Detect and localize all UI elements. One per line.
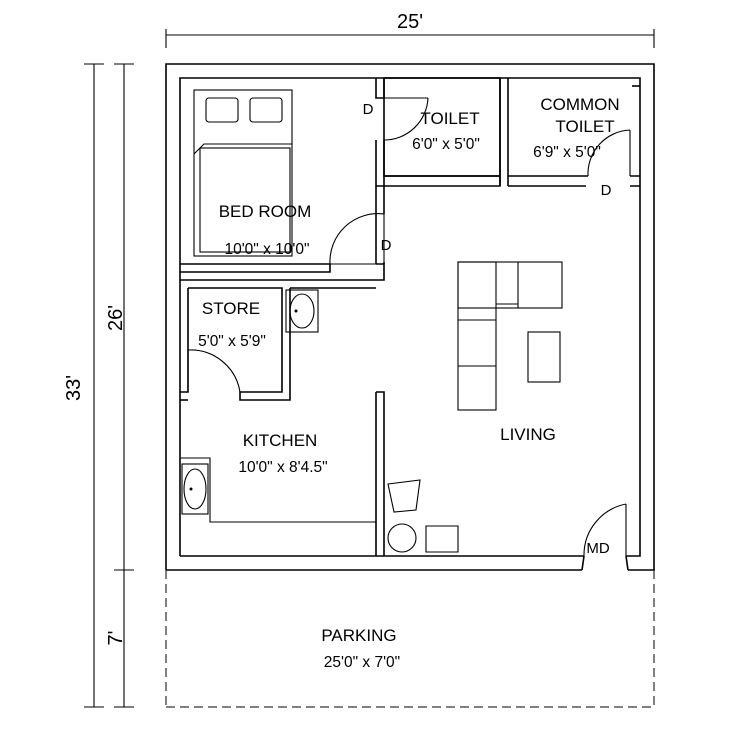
kitchen-name: KITCHEN	[243, 431, 318, 450]
main-door-swing	[583, 503, 627, 557]
bedroom-name: BED ROOM	[219, 202, 312, 221]
kitchen-size: 10'0" x 8'4.5"	[238, 459, 327, 476]
common-toilet-door-swing	[587, 129, 631, 177]
bedroom-walls	[180, 78, 385, 281]
bed	[193, 89, 293, 257]
common-toilet-door-label: D	[601, 182, 612, 199]
store-kitchen-walls	[180, 279, 385, 556]
coffee-table	[527, 331, 561, 383]
dimension-total-height	[84, 63, 104, 708]
store-name: STORE	[202, 299, 260, 318]
outer-walls	[165, 63, 655, 571]
sink-kitchen	[181, 463, 209, 515]
store-size: 5'0" x 5'9"	[198, 333, 266, 350]
parking-height-label: 7'	[105, 631, 127, 646]
wash-basin-store	[285, 289, 319, 333]
main-door-label: MD	[586, 540, 609, 557]
parking-size: 25'0" x 7'0"	[324, 654, 400, 671]
common-toilet-name-line1: COMMON	[540, 95, 619, 114]
bedroom-size: 10'0" x 10'0"	[224, 241, 309, 258]
store-door-swing	[187, 349, 241, 393]
toilet-name: TOILET	[420, 109, 479, 128]
toilet-door-label: D	[363, 101, 374, 118]
house-height-label: 26'	[105, 305, 127, 331]
dimension-house-height	[114, 63, 134, 708]
width-label: 25'	[397, 11, 423, 33]
parking-name: PARKING	[321, 626, 396, 645]
parking-area	[165, 570, 655, 708]
dining-chairs	[387, 479, 459, 553]
bedroom-door-swing	[329, 213, 385, 265]
dimension-width	[165, 29, 655, 48]
toilet-walls	[383, 77, 640, 187]
toilet-size: 6'0" x 5'0"	[412, 136, 480, 153]
common-toilet-size: 6'9" x 5'0"	[533, 144, 601, 161]
bedroom-door-label: D	[381, 237, 392, 254]
common-toilet-name-line2: TOILET	[555, 117, 614, 136]
living-name: LIVING	[500, 425, 556, 444]
toilet-door-swing	[383, 97, 429, 141]
total-height-label: 33'	[63, 375, 85, 401]
sofa-l-shaped	[457, 261, 563, 411]
